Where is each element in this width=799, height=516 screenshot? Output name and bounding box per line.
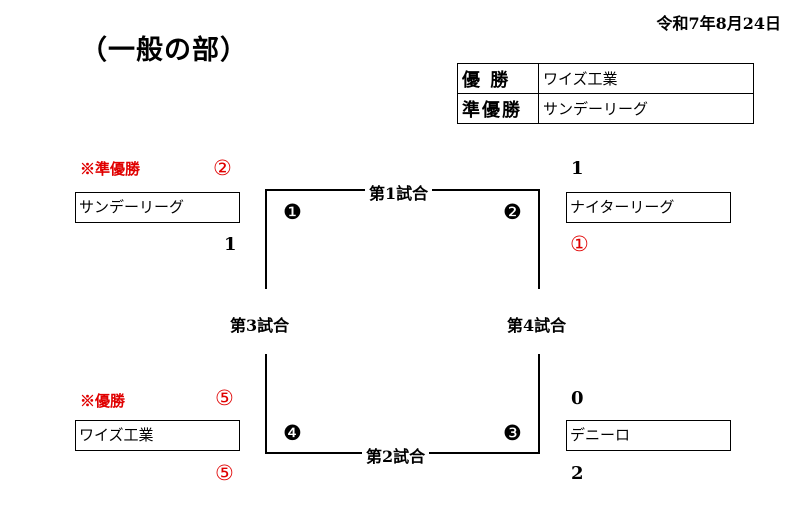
team-box-left-top: サンデーリーグ xyxy=(75,192,240,223)
team-box-right-top: ナイターリーグ xyxy=(566,192,731,223)
bracket-line-top-right xyxy=(538,189,540,289)
bracket-line-top-left xyxy=(265,189,267,289)
score-right-top: 1 xyxy=(571,158,584,179)
winner-note: ※優勝 xyxy=(80,392,126,410)
team-box-right-bottom: デニーロ xyxy=(566,420,731,451)
score-right-bottom-top: 0 xyxy=(571,388,584,409)
match-number-3: ❸ xyxy=(503,421,522,445)
rank-mark-runner-up: ② xyxy=(213,156,232,180)
document-date: 令和7年8月24日 xyxy=(656,14,781,33)
rank-label-winner: 優 勝 xyxy=(457,63,539,94)
team-name-winner: ワイズ工業 xyxy=(538,63,754,94)
match-label-2: 第2試合 xyxy=(362,443,430,467)
match-label-3: 第3試合 xyxy=(226,312,294,336)
match-number-2: ❷ xyxy=(503,200,522,224)
bracket-line-bottom-left xyxy=(265,354,267,454)
rank-mark-first: ① xyxy=(570,232,589,256)
results-row-runner-up: 準優勝 サンデーリーグ xyxy=(457,93,754,124)
page-title: （一般の部） xyxy=(80,35,248,66)
match-label-4: 第4試合 xyxy=(503,312,571,336)
rank-mark-winner-bottom: ⑤ xyxy=(215,461,234,485)
team-name-runner-up: サンデーリーグ xyxy=(538,93,754,124)
score-left-top: 1 xyxy=(224,234,237,255)
bracket-line-bottom-right xyxy=(538,354,540,454)
match-number-1: ❶ xyxy=(283,200,302,224)
score-right-bottom-bottom: 2 xyxy=(571,463,584,484)
results-table: 優 勝 ワイズ工業 準優勝 サンデーリーグ xyxy=(457,63,754,124)
rank-mark-winner-top: ⑤ xyxy=(215,386,234,410)
results-row-winner: 優 勝 ワイズ工業 xyxy=(457,63,754,94)
match-number-4: ❹ xyxy=(283,421,302,445)
runner-up-note: ※準優勝 xyxy=(80,160,141,178)
match-label-1: 第1試合 xyxy=(365,180,433,204)
team-box-left-bottom: ワイズ工業 xyxy=(75,420,240,451)
rank-label-runner-up: 準優勝 xyxy=(457,93,539,124)
